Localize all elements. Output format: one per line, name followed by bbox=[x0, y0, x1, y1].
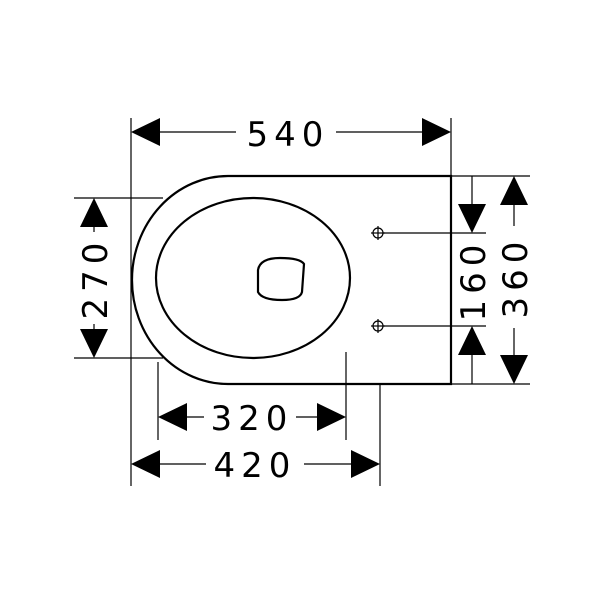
outlet-opening bbox=[256, 256, 306, 302]
extension-lines bbox=[74, 118, 530, 486]
arrow-up-icon bbox=[80, 198, 108, 227]
pan-outer-outline bbox=[130, 174, 453, 386]
arrow-down-icon bbox=[80, 329, 108, 358]
bowl-rim bbox=[154, 196, 352, 360]
dimension-inner-length-label: 320 bbox=[211, 399, 294, 439]
dimension-seat-width: 270 bbox=[76, 198, 116, 358]
dimension-outer-length-label: 420 bbox=[214, 446, 297, 486]
arrow-right-icon bbox=[351, 450, 380, 478]
dimension-fixing-spacing-label: 160 bbox=[454, 239, 494, 322]
arrow-down-icon bbox=[500, 355, 528, 384]
dimension-total-length-label: 540 bbox=[247, 115, 330, 155]
arrow-up-icon bbox=[500, 176, 528, 205]
arrow-right-icon bbox=[422, 118, 451, 146]
dimension-total-length: 540 bbox=[131, 115, 451, 155]
dimension-fixing-spacing: 160 bbox=[454, 176, 494, 384]
arrow-down-icon bbox=[458, 204, 486, 233]
arrow-left-icon bbox=[158, 403, 187, 431]
arrow-left-icon bbox=[131, 118, 160, 146]
arrow-right-icon bbox=[317, 403, 346, 431]
dimension-seat-width-label: 270 bbox=[76, 237, 116, 320]
dimension-outer-length: 420 bbox=[131, 446, 380, 486]
fixing-hole-top-icon bbox=[371, 226, 385, 240]
dimension-inner-length: 320 bbox=[158, 399, 346, 439]
toilet-pan bbox=[130, 174, 453, 386]
fixing-hole-bottom-icon bbox=[371, 319, 385, 333]
arrow-left-icon bbox=[131, 450, 160, 478]
arrow-up-icon bbox=[458, 326, 486, 355]
dimension-total-width: 360 bbox=[496, 176, 536, 384]
dimension-total-width-label: 360 bbox=[496, 236, 536, 319]
